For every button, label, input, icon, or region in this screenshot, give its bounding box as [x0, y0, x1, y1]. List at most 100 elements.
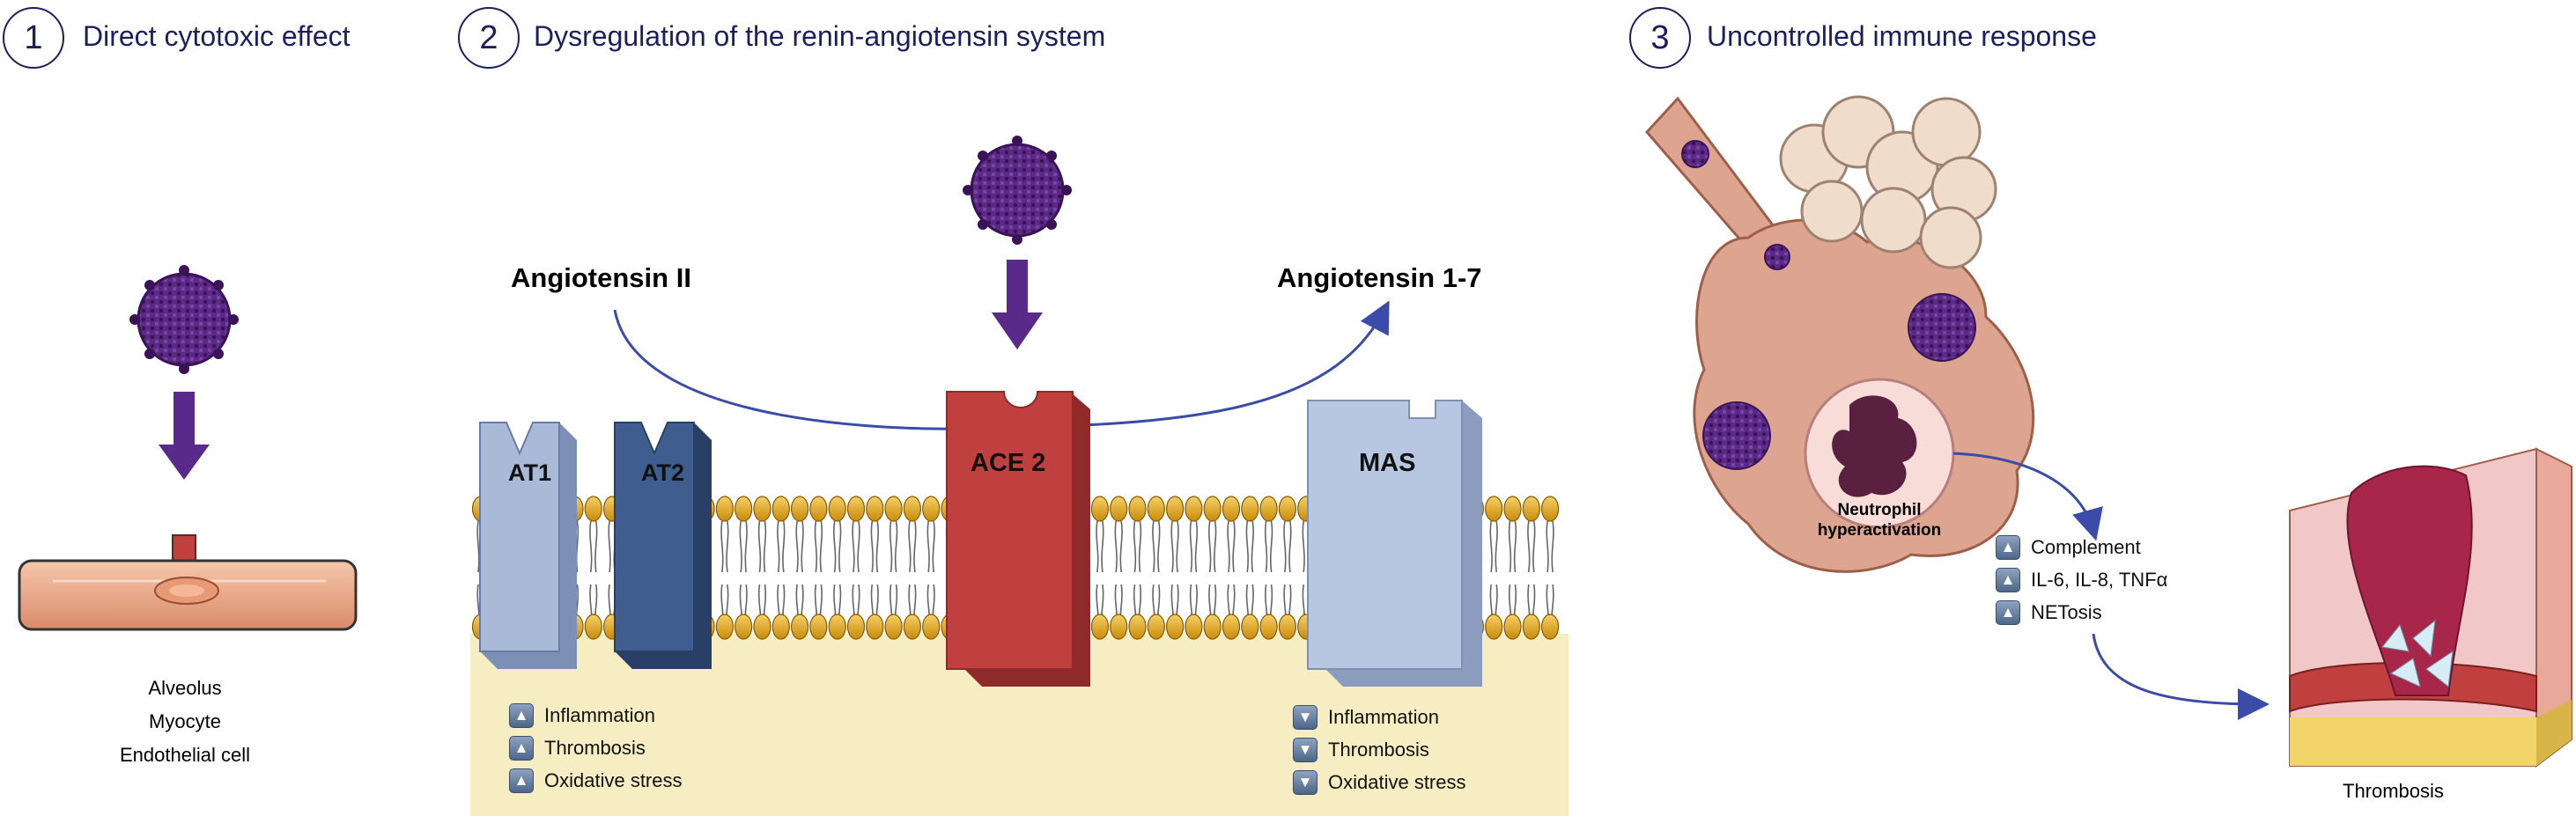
list-item: ▲ Complement [1996, 531, 2167, 563]
lipid-head [584, 614, 602, 640]
lung-alveoli-illustration [1644, 95, 2035, 573]
arrow-up-box-icon: ▲ [1996, 534, 2020, 560]
lipid-head [734, 496, 753, 522]
lipid-tails [777, 520, 786, 619]
angiotensin-ii-label: Angiotensin II [511, 262, 691, 293]
lipid-tails [720, 520, 729, 619]
lipid-head [1540, 614, 1560, 640]
immune-arrow [1952, 452, 2270, 720]
effect-label: Inflammation [1328, 705, 1439, 728]
lipid-head [1110, 496, 1128, 522]
left-effects-list: ▲Inflammation ▲Thrombosis ▲Oxidative str… [509, 699, 683, 797]
lipid-head [1090, 496, 1110, 522]
lipid-head [828, 614, 846, 640]
lipid-head [1278, 614, 1297, 640]
lipid-tails [1170, 520, 1179, 619]
lipid-head [1540, 496, 1560, 522]
thrombosis-label: Thrombosis [2343, 780, 2444, 802]
lipid-head [809, 614, 828, 640]
lipid-head [1185, 614, 1203, 640]
arrow-down-icon [992, 260, 1043, 349]
arrow-down-box-icon: ▼ [1293, 704, 1318, 730]
right-effects-list: ▼ Inflammation ▼Thrombosis ▼ Oxidative str… [1293, 701, 1466, 798]
section-1-number: 1 [3, 7, 64, 69]
effect-label: Thrombosis [1328, 738, 1429, 761]
section-1-title: Direct cytotoxic effect [83, 20, 351, 52]
lipid-head [1522, 496, 1540, 522]
virus-icon [129, 265, 239, 374]
lipid-head [922, 496, 941, 522]
lipid-head [715, 496, 734, 522]
lipid-head [584, 496, 602, 522]
lipid-tails [1489, 520, 1498, 619]
lipid-head [1522, 614, 1540, 640]
lipid-head [1241, 496, 1259, 522]
label-endothelial-cell: Endothelial cell [120, 744, 250, 766]
effect-label: NETosis [2031, 600, 2102, 623]
mas-label: MAS [1359, 449, 1416, 477]
arrow-up-box-icon: ▲ [1996, 567, 2020, 592]
lipid-head [1128, 496, 1147, 522]
list-item: ▲ IL-6, IL-8, TNFα [1996, 563, 2167, 596]
list-item: ▲Oxidative stress [509, 764, 683, 797]
immune-effects-list: ▲ Complement ▲ IL-6, IL-8, TNFα ▲NETosis [1996, 531, 2167, 629]
lipid-tails [1227, 520, 1236, 619]
lipid-head [1203, 496, 1222, 522]
lipid-head [753, 614, 771, 640]
lipid-head [866, 496, 884, 522]
effect-label: Complement [2031, 535, 2141, 558]
at1-receptor [479, 422, 577, 669]
lipid-tails [795, 520, 804, 619]
list-item: ▲NETosis [1996, 596, 2167, 629]
lipid-head [1165, 496, 1185, 522]
label-myocyte: Myocyte [149, 710, 221, 732]
lipid-head [1128, 614, 1147, 640]
lipid-tails [1508, 520, 1517, 619]
cell-illustration [18, 534, 358, 631]
virus-icon [963, 136, 1072, 245]
list-item: ▼Thrombosis [1293, 733, 1466, 766]
lipid-head [1222, 614, 1241, 640]
ace2-receptor [946, 391, 1090, 687]
lipid-head [828, 496, 846, 522]
list-item: ▼ Oxidative stress [1293, 766, 1466, 798]
neutrophil-label: Neutrophil hyperactivation [1800, 500, 1959, 540]
lipid-head [1503, 614, 1522, 640]
list-item: ▼ Inflammation [1293, 701, 1466, 733]
lipid-head [790, 496, 809, 522]
lipid-tails [1245, 520, 1254, 619]
arrow-up-box-icon: ▲ [509, 768, 534, 793]
section-2-number: 2 [458, 7, 520, 69]
lipid-tails [1189, 520, 1199, 619]
effect-label: IL-6, IL-8, TNFα [2031, 568, 2168, 591]
lipid-tails [926, 520, 935, 619]
lipid-tails [1208, 520, 1217, 619]
neutrophil-label-line2: hyperactivation [1817, 521, 1942, 540]
lipid-tails [739, 520, 748, 619]
effect-label: Oxidative stress [1328, 770, 1466, 793]
section-3-title: Uncontrolled immune response [1707, 20, 2097, 52]
arrow-down-box-icon: ▼ [1293, 769, 1318, 795]
lipid-head [790, 614, 809, 640]
angiotensin-1-7-label: Angiotensin 1-7 [1277, 262, 1482, 293]
arrow-down-icon [159, 392, 210, 480]
thrombosis-tissue-illustration [2289, 447, 2572, 768]
lipid-head [715, 614, 734, 640]
lipid-head [809, 496, 828, 522]
lipid-head [771, 614, 790, 640]
lipid-head [1485, 614, 1503, 640]
lipid-head [1185, 496, 1203, 522]
at2-label: AT2 [641, 459, 685, 486]
lipid-tails [1527, 520, 1536, 619]
lipid-tails [908, 520, 917, 619]
lipid-tails [1283, 520, 1292, 619]
effect-label: Inflammation [544, 703, 655, 726]
lipid-tails [852, 520, 860, 619]
lipid-head [922, 614, 941, 640]
lipid-head [846, 496, 866, 522]
lipid-head [884, 496, 903, 522]
lipid-head [1485, 496, 1503, 522]
lipid-tails [1264, 520, 1273, 619]
